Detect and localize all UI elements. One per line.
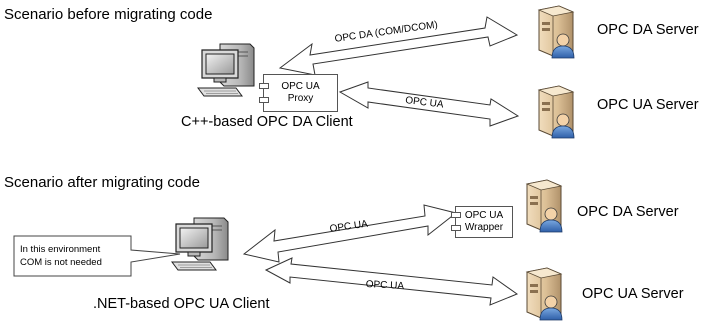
note-line2: COM is not needed <box>20 257 102 268</box>
arrow-client-to-ua-server <box>264 257 519 306</box>
opc-ua-proxy-box: OPC UA Proxy <box>259 74 338 112</box>
note-callout-shape <box>13 235 181 277</box>
proxy-label-line1: OPC UA <box>281 81 320 92</box>
dotnet-client-label: .NET-based OPC UA Client <box>93 296 270 312</box>
top-opc-da-server-label: OPC DA Server <box>597 22 699 38</box>
server-icon <box>526 179 563 233</box>
server-icon <box>538 85 575 139</box>
wrapper-label-line2: Wrapper <box>464 222 504 233</box>
component-tab <box>259 83 269 89</box>
top-opc-ua-server-label: OPC UA Server <box>597 97 699 113</box>
note-line1: In this environment <box>20 244 101 255</box>
server-icon <box>538 5 575 59</box>
computer-icon <box>171 217 229 271</box>
server-icon <box>526 267 563 321</box>
bottom-opc-da-server-label: OPC DA Server <box>577 204 679 220</box>
component-tab <box>451 225 461 231</box>
wrapper-label-line1: OPC UA <box>464 210 504 221</box>
arrow-top-opc-ua <box>338 81 520 127</box>
bottom-opc-ua-server-label: OPC UA Server <box>582 286 684 302</box>
component-tab <box>451 212 461 218</box>
bottom-scenario-heading: Scenario after migrating code <box>4 174 200 191</box>
proxy-label-line2: Proxy <box>287 93 314 104</box>
component-tab <box>259 97 269 103</box>
computer-icon <box>197 43 255 97</box>
arrow-client-to-wrapper <box>242 204 458 263</box>
opc-ua-wrapper-box: OPC UA Wrapper <box>451 206 513 238</box>
top-scenario-heading: Scenario before migrating code <box>4 6 213 23</box>
arrow-opc-da-com-dcom <box>278 16 519 76</box>
cpp-client-label: C++-based OPC DA Client <box>181 114 353 130</box>
arrow-label-client-ua-server: OPC UA <box>365 279 405 292</box>
com-not-needed-note: In this environment COM is not needed <box>17 241 105 271</box>
